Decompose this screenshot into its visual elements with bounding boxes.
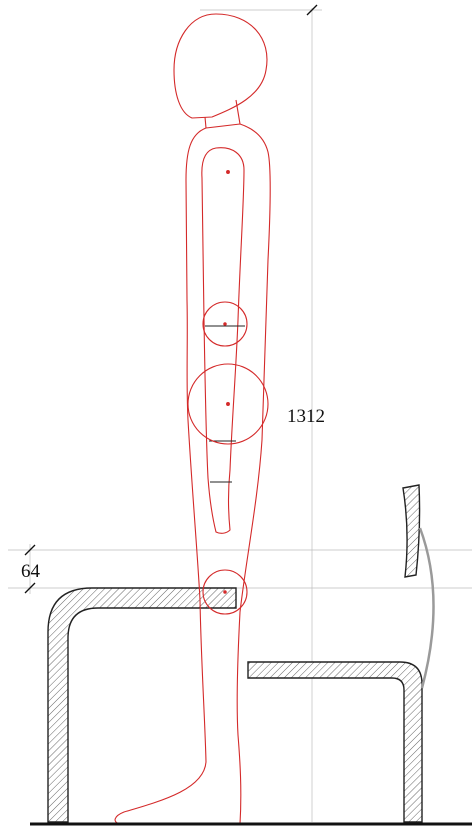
elbow-center-dot: [223, 322, 227, 326]
gap-bottom-tick: [24, 582, 36, 594]
chair-frame: [247, 661, 423, 823]
height-dimension-label: 1312: [287, 406, 325, 427]
stool: [47, 587, 237, 823]
dimension-lines: [8, 8, 472, 822]
gap-top-tick: [24, 544, 36, 556]
neck: [204, 99, 241, 129]
height-top-tick: [306, 4, 318, 16]
head: [173, 13, 268, 119]
stool-frame: [47, 587, 237, 823]
shoulder-center-dot: [226, 170, 230, 174]
gap-dimension-label: 64: [21, 561, 40, 582]
knee-center-dot: [223, 590, 227, 594]
body-outline: [114, 123, 271, 825]
arm: [201, 147, 245, 534]
dimension-ticks: [24, 4, 318, 594]
elbow-joint: [202, 301, 248, 347]
backrest-spring: [418, 527, 435, 689]
hip-center-dot: [226, 402, 230, 406]
knee-joint: [202, 569, 248, 615]
chair: [247, 484, 435, 823]
hip-joint: [187, 363, 269, 445]
chair-backrest: [402, 484, 421, 578]
human-figure: [114, 13, 271, 825]
